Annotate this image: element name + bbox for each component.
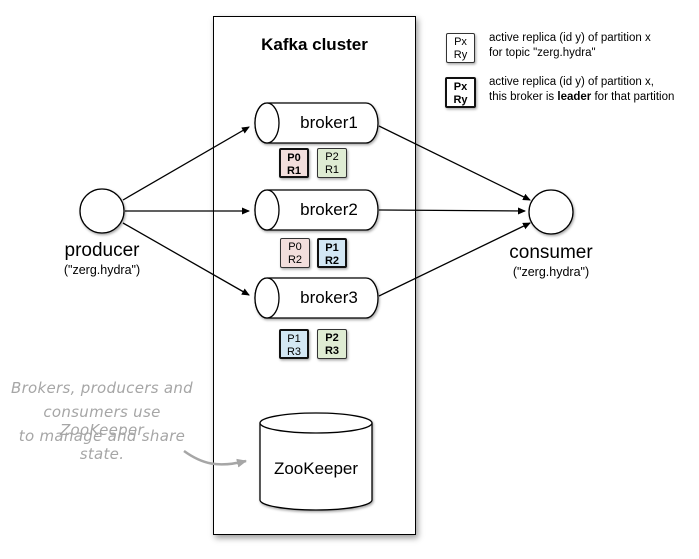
- legend-leader-text-line1: active replica (id y) of partition x,: [489, 76, 654, 88]
- consumer-label: consumer: [509, 242, 593, 263]
- replica-id: R2: [287, 253, 303, 266]
- producer-topic: ("zerg.hydra"): [63, 263, 141, 277]
- zookeeper-cylinder: [259, 423, 373, 511]
- producer-circle: [79, 188, 125, 234]
- legend-leader-text-line2: this broker is leader for that partition: [489, 90, 674, 105]
- partition-box-broker2-p0r2: P0 R2: [280, 238, 310, 268]
- legend-partition-id: Px: [454, 36, 467, 48]
- legend-leader-suffix: for that partition: [591, 90, 675, 103]
- arrow-broker1-consumer: [378, 125, 531, 201]
- consumer-topic: ("zerg.hydra"): [512, 265, 590, 279]
- replica-id: R3: [324, 344, 340, 357]
- arrow-broker2-consumer: [378, 207, 526, 215]
- broker2-cylinder-rim: [254, 189, 280, 231]
- producer-label: producer: [64, 240, 140, 261]
- zookeeper-note-line1: Brokers, producers and: [10, 379, 193, 397]
- zookeeper-label: ZooKeeper: [273, 459, 359, 478]
- partition-box-broker2-p1r2: P1 R2: [317, 238, 347, 268]
- legend-replica-text-line2: for topic "zerg.hydra": [489, 46, 596, 59]
- legend-leader-text: active replica (id y) of partition x, th…: [489, 75, 674, 104]
- partition-box-broker1-p0r1: P0 R1: [279, 148, 309, 178]
- partition-box-broker3-p2r3: P2 R3: [317, 329, 347, 359]
- arrow-producer-broker1: [122, 126, 250, 201]
- arrow-producer-broker3: [122, 222, 250, 296]
- legend-replica-box: Px Ry: [446, 33, 475, 63]
- partition-id: P0: [287, 152, 301, 164]
- legend-leader-box: Px Ry: [445, 77, 476, 108]
- legend-leader-bold-word: leader: [557, 90, 592, 103]
- replica-id: R1: [324, 163, 340, 176]
- note-arrow: [183, 449, 247, 468]
- partition-id: P2: [325, 332, 339, 344]
- arrow-broker3-consumer: [378, 222, 531, 297]
- legend-replica-text-line1: active replica (id y) of partition x: [489, 32, 651, 44]
- partition-id: P1: [287, 333, 301, 345]
- zookeeper-note-line2: consumers use ZooKeeper: [43, 403, 161, 439]
- legend-replica-id: Ry: [453, 48, 468, 61]
- broker1-cylinder-rim: [254, 102, 280, 144]
- kafka-cluster-title: Kafka cluster: [261, 35, 368, 54]
- legend-leader-prefix: this broker is: [489, 90, 558, 103]
- broker3-label: broker3: [300, 288, 358, 307]
- partition-box-broker3-p1r3: P1 R3: [279, 329, 309, 359]
- broker2-label: broker2: [300, 200, 358, 219]
- legend-partition-id: Px: [453, 81, 468, 93]
- replica-id: R3: [286, 345, 302, 358]
- legend-replica-id: Ry: [453, 93, 468, 106]
- partition-id: P2: [325, 151, 339, 163]
- zookeeper-note-line3: to manage and share state.: [18, 427, 186, 463]
- broker3-cylinder-rim: [254, 277, 280, 319]
- replica-id: R1: [286, 164, 302, 177]
- replica-id: R2: [324, 254, 340, 267]
- legend-replica-text: active replica (id y) of partition x for…: [489, 31, 651, 60]
- zookeeper-cylinder-rim: [259, 412, 373, 434]
- consumer-circle: [528, 189, 574, 235]
- partition-box-broker1-p2r1: P2 R1: [317, 148, 347, 178]
- partition-id: P1: [325, 242, 339, 254]
- broker1-label: broker1: [300, 113, 358, 132]
- partition-id: P0: [288, 241, 302, 253]
